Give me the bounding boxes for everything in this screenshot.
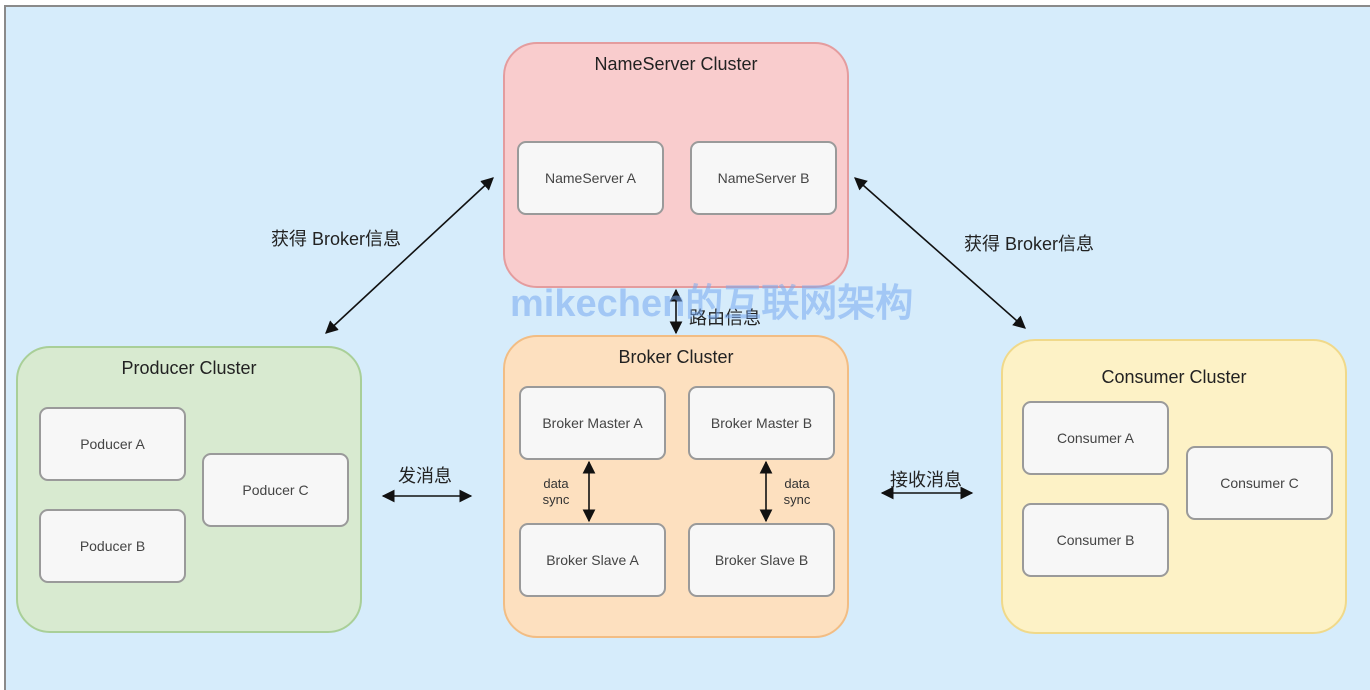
consumer-nameserver-arrow [854, 177, 1026, 329]
data-sync-label-a: data sync [538, 476, 574, 508]
consumer-a-node: Consumer A [1022, 401, 1169, 475]
producer-a-node: Poducer A [39, 407, 186, 481]
producer-nameserver-arrow [325, 177, 494, 334]
nameserver-a-node: NameServer A [517, 141, 664, 215]
producer-broker-label: 发消息 [398, 466, 452, 486]
broker-master-b-node: Broker Master B [688, 386, 835, 460]
broker-slave-a-node: Broker Slave A [519, 523, 666, 597]
nameserver-cluster-title: NameServer Cluster [594, 54, 758, 74]
broker-nameserver-label: 路由信息 [689, 308, 761, 328]
data-sync-b-line2: sync [783, 492, 811, 507]
nameserver-b-node: NameServer B [690, 141, 837, 215]
broker-slave-b-node: Broker Slave B [688, 523, 835, 597]
consumer-b-node: Consumer B [1022, 503, 1169, 577]
consumer-cluster-title: Consumer Cluster [1101, 367, 1247, 387]
broker-cluster-title: Broker Cluster [618, 347, 734, 367]
producer-b-node: Poducer B [39, 509, 186, 583]
producer-nameserver-label: 获得 Broker信息 [271, 229, 402, 249]
producer-cluster-title: Producer Cluster [121, 358, 257, 378]
producer-c-node: Poducer C [202, 453, 349, 527]
data-sync-a-line1: data [543, 476, 569, 491]
data-sync-label-b: data sync [779, 476, 815, 508]
consumer-nameserver-label: 获得 Broker信息 [964, 234, 1095, 254]
data-sync-a-line2: sync [542, 492, 570, 507]
consumer-c-node: Consumer C [1186, 446, 1333, 520]
broker-master-a-node: Broker Master A [519, 386, 666, 460]
broker-consumer-label: 接收消息 [890, 470, 962, 490]
data-sync-b-line1: data [784, 476, 810, 491]
watermark-text: mikechen的互联网架构 [510, 283, 914, 325]
